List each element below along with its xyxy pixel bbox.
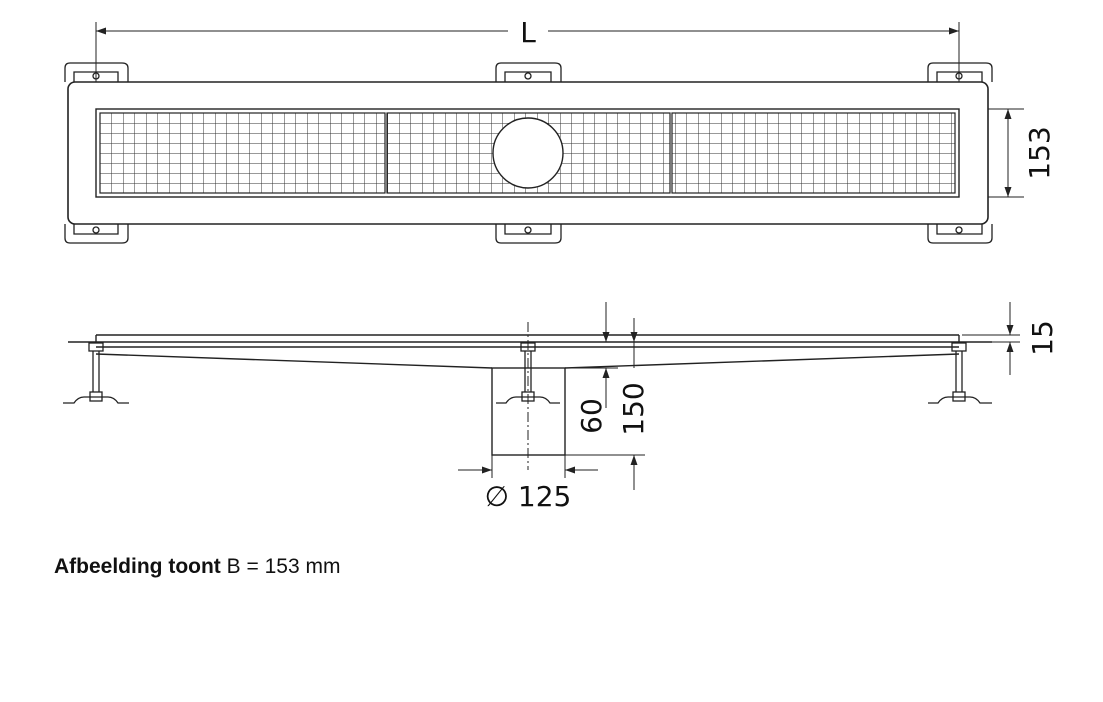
length-dimension: L xyxy=(95,16,960,100)
total-height-label: 150 xyxy=(617,382,650,435)
outlet-circle xyxy=(492,117,564,189)
diameter-dimension: ∅ 125 xyxy=(458,455,598,513)
thickness-label: 15 xyxy=(1026,320,1059,356)
diameter-label: ∅ 125 xyxy=(485,480,572,513)
length-label: L xyxy=(520,16,536,49)
outlet-height-dimension: 60 xyxy=(565,302,618,434)
mounting-brackets-top xyxy=(64,62,993,82)
top-view: L xyxy=(64,16,1056,244)
side-view: 15 60 150 ∅ 125 xyxy=(63,302,1059,513)
outlet-height-label: 60 xyxy=(575,398,608,434)
grate-segment-left xyxy=(99,112,386,194)
width-dimension: 153 xyxy=(988,108,1056,198)
width-label: 153 xyxy=(1023,126,1056,179)
caption: Afbeelding toont B = 153 mm xyxy=(54,555,340,579)
grate-frame xyxy=(95,108,960,198)
thickness-dimension: 15 xyxy=(962,302,1059,375)
caption-label: Afbeelding toont xyxy=(54,555,221,578)
grate-segment-right xyxy=(671,112,956,194)
total-height-dimension: 150 xyxy=(565,318,650,490)
mounting-brackets-bottom xyxy=(64,224,993,244)
caption-value: B = 153 mm xyxy=(226,555,341,578)
support-feet xyxy=(63,342,992,404)
